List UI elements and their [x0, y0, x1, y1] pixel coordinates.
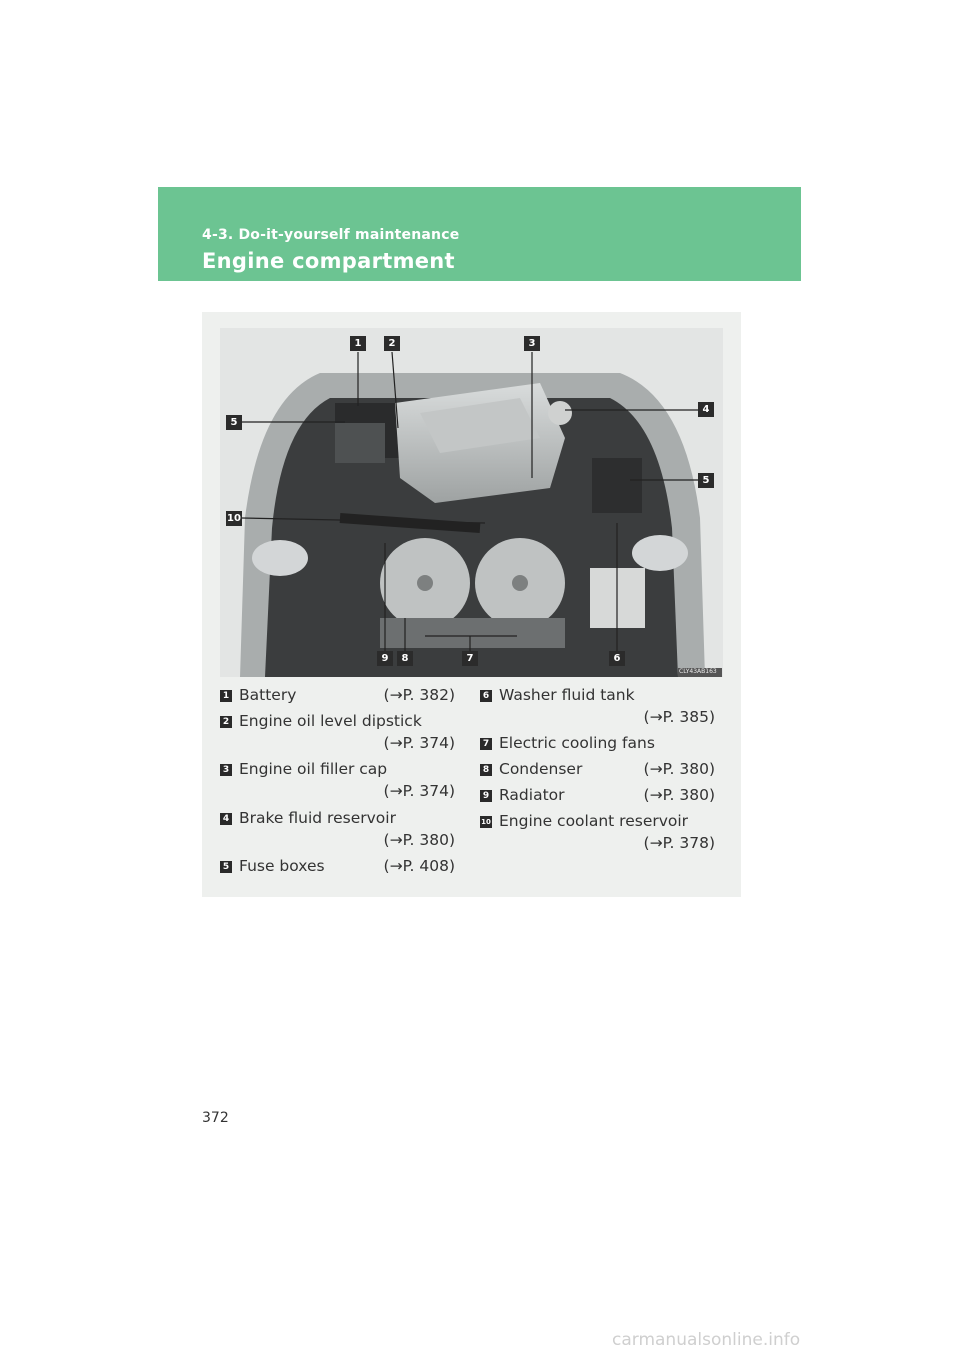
marker-icon: 2 [220, 716, 232, 728]
page-reference: (→P. 380) [383, 831, 455, 849]
callout-8: 8 [397, 651, 413, 666]
legend-label: Electric cooling fans [499, 734, 655, 752]
section-header: 4-3. Do-it-yourself maintenance Engine c… [158, 187, 801, 281]
legend-label: Brake fluid reservoir [239, 809, 396, 827]
page-number: 372 [202, 1110, 229, 1126]
page-reference: (→P. 374) [383, 782, 455, 800]
page-reference: (→P. 382) [383, 686, 455, 704]
legend-label: Fuse boxes [239, 857, 325, 875]
callout-7: 7 [462, 651, 478, 666]
page-reference: (→P. 380) [643, 786, 715, 804]
legend-item-dipstick: 2 Engine oil level dipstick (→P. 374) [220, 712, 455, 756]
callout-5-left: 5 [226, 415, 242, 430]
callout-9: 9 [377, 651, 393, 666]
legend-label: Radiator [499, 786, 565, 804]
callout-1: 1 [350, 336, 366, 351]
engine-compartment-photo: 1 2 3 4 5 5 10 9 8 7 6 CLY43AB163 [220, 328, 723, 677]
legend-item-washer-tank: 6 Washer fluid tank (→P. 385) [480, 686, 715, 730]
page-reference: (→P. 385) [643, 708, 715, 726]
legend-item-battery: 1 Battery (→P. 382) [220, 686, 455, 706]
callout-3: 3 [524, 336, 540, 351]
legend-label: Engine oil filler cap [239, 760, 388, 778]
callout-2: 2 [384, 336, 400, 351]
legend-item-fuse-boxes: 5 Fuse boxes (→P. 408) [220, 857, 455, 877]
marker-icon: 3 [220, 764, 232, 776]
legend-label: Condenser [499, 760, 583, 778]
callout-4: 4 [698, 402, 714, 417]
legend-item-coolant-reservoir: 10 Engine coolant reservoir (→P. 378) [480, 812, 715, 856]
page-title: Engine compartment [202, 249, 455, 273]
engine-illustration [220, 328, 723, 677]
legend-item-radiator: 9 Radiator (→P. 380) [480, 786, 715, 806]
page-reference: (→P. 378) [643, 834, 715, 852]
marker-icon: 6 [480, 690, 492, 702]
legend-item-brake-fluid: 4 Brake fluid reservoir (→P. 380) [220, 809, 455, 853]
legend-item-oil-filler-cap: 3 Engine oil filler cap (→P. 374) [220, 760, 455, 804]
marker-icon: 7 [480, 738, 492, 750]
section-title: 4-3. Do-it-yourself maintenance [202, 227, 460, 243]
marker-icon: 4 [220, 813, 232, 825]
callout-10: 10 [226, 511, 242, 526]
legend-item-cooling-fans: 7 Electric cooling fans [480, 734, 715, 754]
marker-icon: 10 [480, 816, 492, 828]
marker-icon: 9 [480, 790, 492, 802]
legend-label: Engine coolant reservoir [499, 812, 689, 830]
callout-5-right: 5 [698, 473, 714, 488]
legend-label: Engine oil level dipstick [239, 712, 422, 730]
marker-icon: 5 [220, 861, 232, 873]
page-reference: (→P. 374) [383, 734, 455, 752]
marker-icon: 8 [480, 764, 492, 776]
legend-label: Washer fluid tank [499, 686, 635, 704]
marker-icon: 1 [220, 690, 232, 702]
legend-label: Battery [239, 686, 297, 704]
photo-code: CLY43AB163 [679, 668, 717, 675]
page-reference: (→P. 408) [383, 857, 455, 875]
legend-item-condenser: 8 Condenser (→P. 380) [480, 760, 715, 780]
page-reference: (→P. 380) [643, 760, 715, 778]
watermark: carmanualsonline.info [612, 1330, 801, 1350]
callout-6: 6 [609, 651, 625, 666]
